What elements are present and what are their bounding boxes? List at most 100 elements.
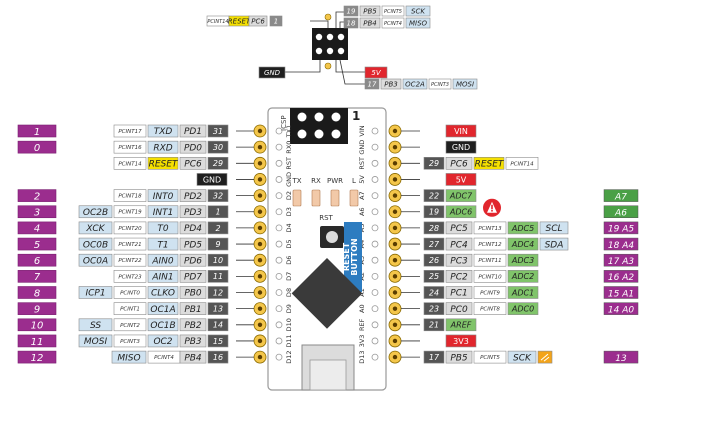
right-adc-label-bg (445, 189, 477, 202)
left-function-label-text: TXD (154, 127, 173, 137)
icsp-pb3-label-text: PB3 (384, 81, 397, 89)
right-far-label: 18 A4 (608, 241, 634, 251)
right-chip-pin-number-bg (423, 286, 445, 299)
left-silk-label: D4 (285, 223, 293, 232)
icsp-oc2a-label: OC2A (402, 78, 428, 90)
left-function-label: INT0 (147, 189, 179, 202)
icsp-reset-label-text: RESET (228, 18, 251, 26)
left-pcint-label-bg (113, 253, 147, 267)
icsp-5v-label: 5V (364, 66, 388, 79)
right-adc-label: ADC3 (507, 253, 539, 267)
left-board-pad (275, 305, 283, 313)
right-pcint-label: PCINT14 (505, 157, 539, 170)
left-digital-number-bg (17, 334, 57, 348)
left-board-pad (275, 127, 283, 135)
right-power-label-text: 3V3 (453, 337, 469, 346)
left-digital-number-bg (17, 189, 57, 202)
right-port-label-bg (445, 350, 473, 364)
left-chip-pin-number-bg (207, 140, 229, 154)
icsp-top-right-pcint-bg (381, 17, 405, 29)
right-port-label-bg (445, 157, 473, 170)
right-header-pin-hole (392, 354, 398, 360)
left-chip-pin-number: 12 (207, 286, 229, 299)
left-function-label: RESET (147, 157, 179, 170)
left-chip-pin-number-bg (207, 334, 229, 348)
left-function-label-bg (147, 318, 179, 332)
left-port-label-bg (179, 253, 207, 267)
right-chip-pin-number-bg (423, 221, 445, 235)
board-led (349, 189, 359, 207)
right-silk-label: REF (358, 318, 366, 331)
right-port-label-bg (445, 302, 473, 315)
left-pcint-label: PCINT16 (113, 140, 147, 154)
right-silk-label: A0 (358, 304, 366, 313)
left-header-pin-hole (257, 274, 263, 279)
right-far-label: 16 A2 (608, 273, 634, 283)
left-silk-label: D9 (285, 304, 293, 313)
left-pcint-label-bg (113, 318, 147, 332)
left-port-label: PB4 (179, 350, 207, 364)
left-port-label: PC6 (179, 157, 207, 170)
right-board-pad (371, 208, 379, 216)
left-chip-pin-number-bg (207, 237, 229, 251)
left-pcint-label-text: PCINT20 (118, 226, 142, 232)
left-digital-number: 9 (34, 304, 40, 315)
left-digital-number: 2 (34, 191, 40, 202)
left-pcint-label-text: PCINT4 (154, 355, 174, 361)
right-board-pad (371, 256, 379, 264)
right-chip-pin-number-bg (423, 302, 445, 315)
right-chip-pin-number: 28 (423, 221, 445, 235)
right-port-label: PC4 (445, 237, 473, 251)
left-chip-pin-number-bg (207, 270, 229, 283)
right-board-pad (371, 159, 379, 167)
icsp-gnd-label: GND (258, 66, 286, 79)
right-far-label-bg (603, 302, 639, 315)
left-chip-pin-number: 13 (207, 302, 229, 315)
right-header-pin-hole (392, 241, 398, 247)
left-port-label-text: PD2 (184, 192, 202, 202)
right-pcint-label: PCINT11 (473, 253, 507, 267)
right-far-label: 15 A1 (608, 289, 634, 299)
left-gnd-label-text: GND (203, 175, 221, 184)
left-port-label-bg (179, 286, 207, 299)
left-pcint-label-text: PCINT0 (120, 290, 140, 296)
icsp-pin17-num-bg (364, 78, 380, 90)
board-reset-banner (344, 222, 362, 292)
left-board-pad (275, 272, 283, 280)
right-board-pad (371, 272, 379, 280)
right-adc-label-text: ADC1 (511, 288, 534, 297)
right-board-pad (371, 143, 379, 151)
right-port-label-bg (445, 253, 473, 267)
left-board-pad (275, 176, 283, 183)
left-digital-number: 4 (34, 224, 40, 235)
right-far-label-bg (603, 189, 639, 202)
right-board-pad (371, 305, 379, 313)
icsp-top-right-pcint: PCINT5 (381, 5, 405, 17)
left-board-pad (275, 143, 283, 151)
left-alt-function-bg (78, 237, 113, 251)
right-header-pin-hole (392, 177, 398, 182)
icsp-top-right-pcint-text: PCINT5 (384, 9, 402, 15)
left-digital-number: 0 (34, 143, 40, 154)
right-header-pin-hole (392, 274, 398, 279)
icsp-top-right-port-text: PB5 (363, 8, 377, 16)
right-port-label: PC3 (445, 253, 473, 267)
right-power-label-text: GND (452, 143, 470, 152)
right-pcint-label-bg (473, 286, 507, 299)
right-pcint-label-bg (473, 237, 507, 251)
left-port-label-text: PD3 (184, 208, 202, 218)
left-function-label-text: AIN1 (151, 273, 173, 283)
left-pcint-label-text: PCINT16 (118, 145, 142, 151)
left-pcint-label-bg (113, 124, 147, 138)
right-chip-pin-number-bg (423, 270, 445, 283)
left-port-label: PD2 (179, 189, 207, 202)
left-port-label-bg (179, 221, 207, 235)
right-chip-pin-number-bg (423, 157, 445, 170)
left-function-label-text: T0 (157, 224, 168, 234)
left-port-label-text: PD5 (184, 240, 202, 250)
icsp-pcint3-label: PCINT3 (428, 78, 452, 90)
left-function-label: OC1A (147, 302, 179, 315)
icsp-mosi-label-bg (452, 78, 478, 90)
right-chip-pin-number-text: 17 (429, 353, 440, 362)
right-port-label-bg (445, 221, 473, 235)
